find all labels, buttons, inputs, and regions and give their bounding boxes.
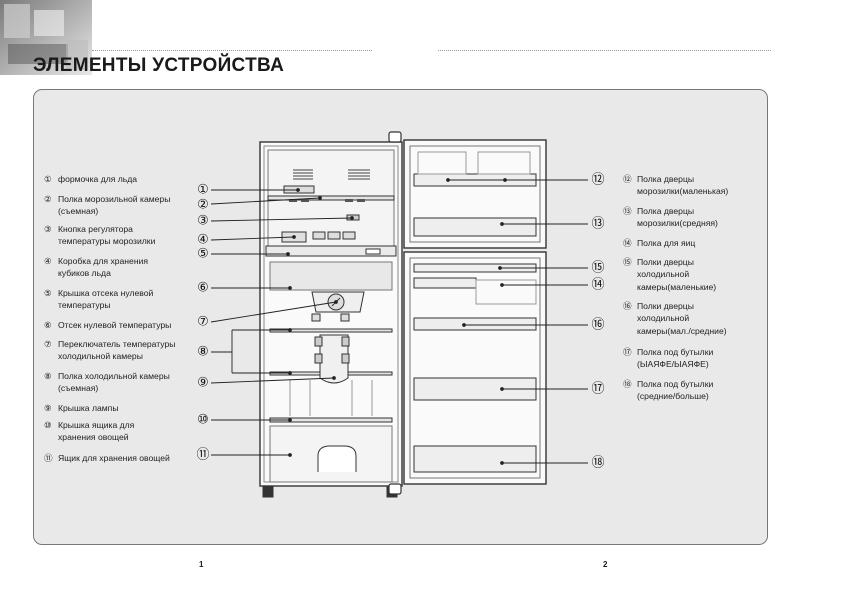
callout-17: ⑰ [591, 382, 604, 397]
callout-15: ⑮ [591, 261, 604, 276]
page-number-left: 1 [199, 560, 204, 569]
callout-11: ⑪ [196, 448, 209, 463]
vent-grille-left [293, 169, 313, 180]
callout-7: ⑦ [197, 315, 209, 330]
door-freezer [388, 131, 547, 249]
bottle-shelf-large [413, 445, 537, 473]
callout-16: ⑯ [591, 318, 604, 333]
page-number-right: 2 [603, 560, 608, 569]
callout-10: ⑩ [197, 413, 209, 428]
leader-lines [210, 178, 588, 465]
callout-2: ② [197, 198, 209, 213]
callout-6: ⑥ [197, 281, 209, 296]
callout-1: ① [197, 183, 209, 198]
fridge-door-shelf-medium [413, 317, 537, 331]
callout-14: ⑭ [591, 278, 604, 293]
vent-grille-right [348, 169, 370, 180]
fridge-door-shelf-small [413, 277, 477, 289]
callout-5: ⑤ [197, 247, 209, 262]
callout-12: ⑫ [591, 173, 604, 188]
fridge-shelf [269, 328, 393, 333]
door-fridge [388, 251, 547, 495]
callout-8: ⑧ [197, 345, 209, 360]
corner-photo [0, 0, 92, 75]
chill-compartment [269, 261, 393, 291]
freezer-door-shelf-medium [413, 217, 537, 237]
header-rule-right [438, 50, 771, 51]
callout-9: ⑨ [197, 376, 209, 391]
freezer-shelf [267, 195, 395, 201]
page-title: ЭЛЕМЕНТЫ УСТРОЙСТВА [33, 55, 285, 76]
callout-18: ⑱ [591, 456, 604, 471]
callout-4: ④ [197, 233, 209, 248]
callout-13: ⑬ [591, 217, 604, 232]
callout-3: ③ [197, 214, 209, 229]
fridge-body [259, 141, 403, 498]
header-rule-left [92, 50, 372, 51]
